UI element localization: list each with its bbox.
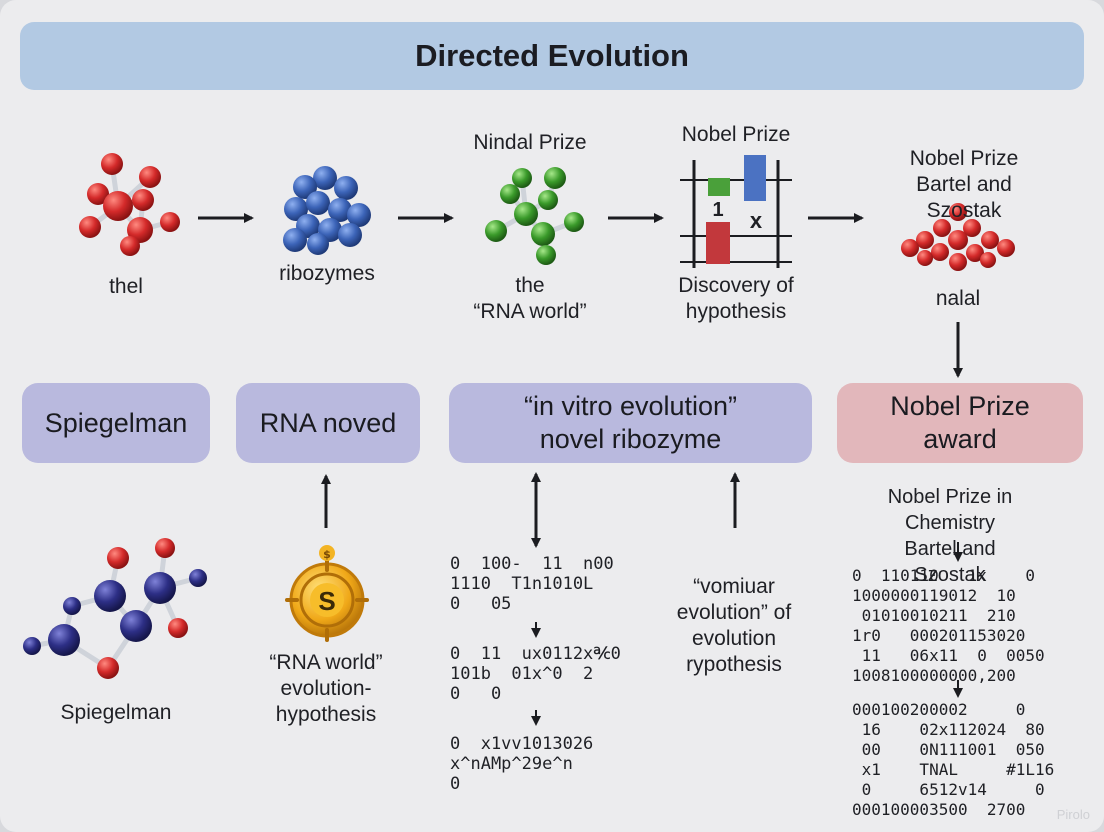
rna-world-label: the “RNA world” <box>473 274 587 323</box>
page-title: Directed Evolution <box>20 22 1084 90</box>
red-molecule-icon <box>79 153 180 256</box>
mini-bar-chart-icon <box>680 155 792 268</box>
chart-glyph-x: x <box>749 208 763 233</box>
watermark: Pirolo <box>1056 807 1090 822</box>
bottom-arrows <box>321 472 963 726</box>
rna-noved-box: RNA noved <box>236 383 420 463</box>
in-vitro-evolution-box: “in vitro evolution” novel ribozyme <box>449 383 812 463</box>
right-sequence-block-1: 0 110110 1x 0 1000000119012 10 010100102… <box>852 566 1045 685</box>
thel-label: thel <box>109 275 143 298</box>
right-sequence-block-2: 000100200002 0 16 02x112024 80 00 0N1110… <box>852 700 1055 819</box>
red-bar <box>706 222 730 264</box>
blue-bar <box>744 155 766 201</box>
discovery-label: Discovery of hypothesis <box>678 274 794 323</box>
blue-cluster-icon <box>283 166 371 255</box>
spiegelman-label: Spiegelman <box>60 701 172 724</box>
nobel-chemistry-header: Nobel Prize in Chemistry Bartel and Szos… <box>887 486 1013 586</box>
chart-glyph-one: 1 <box>712 199 724 221</box>
green-molecule-icon <box>485 167 584 265</box>
sequence-block-2: 0 11 ux0112x℀0 101b 01x^0 2 0 0 <box>450 644 621 704</box>
red-cluster-icon <box>901 203 1015 271</box>
coin-letter: S <box>318 586 335 616</box>
ribozymes-label: ribozymes <box>279 262 375 285</box>
sequence-block-1: 0 100- 11 n00 1110 T1n1010L 0 05 <box>450 554 614 614</box>
vomiuar-evolution-label: “vomiuar evolution” of evolution rypothe… <box>676 575 792 676</box>
nobel-prize-header: Nobel Prize <box>681 123 791 146</box>
nobel-bartel-header: Nobel Prize Bartel and Szostak <box>909 147 1019 222</box>
spiegelman-box: Spiegelman <box>22 383 210 463</box>
rna-world-hypothesis-label: “RNA world” evolution- hypothesis <box>269 651 383 726</box>
nindal-prize-header: Nindal Prize <box>473 131 587 154</box>
gold-coin-icon: S $ <box>285 545 369 642</box>
top-arrows <box>198 213 963 378</box>
sequence-block-3: 0 x1vv1013026 x^nAMp^29e^n 0 <box>450 734 594 794</box>
svg-text:$: $ <box>323 548 331 561</box>
green-bar <box>708 178 730 196</box>
nalal-label: nalal <box>935 287 981 310</box>
navy-molecule-icon <box>23 538 207 679</box>
nobel-prize-award-box: Nobel Prize award <box>837 383 1083 463</box>
